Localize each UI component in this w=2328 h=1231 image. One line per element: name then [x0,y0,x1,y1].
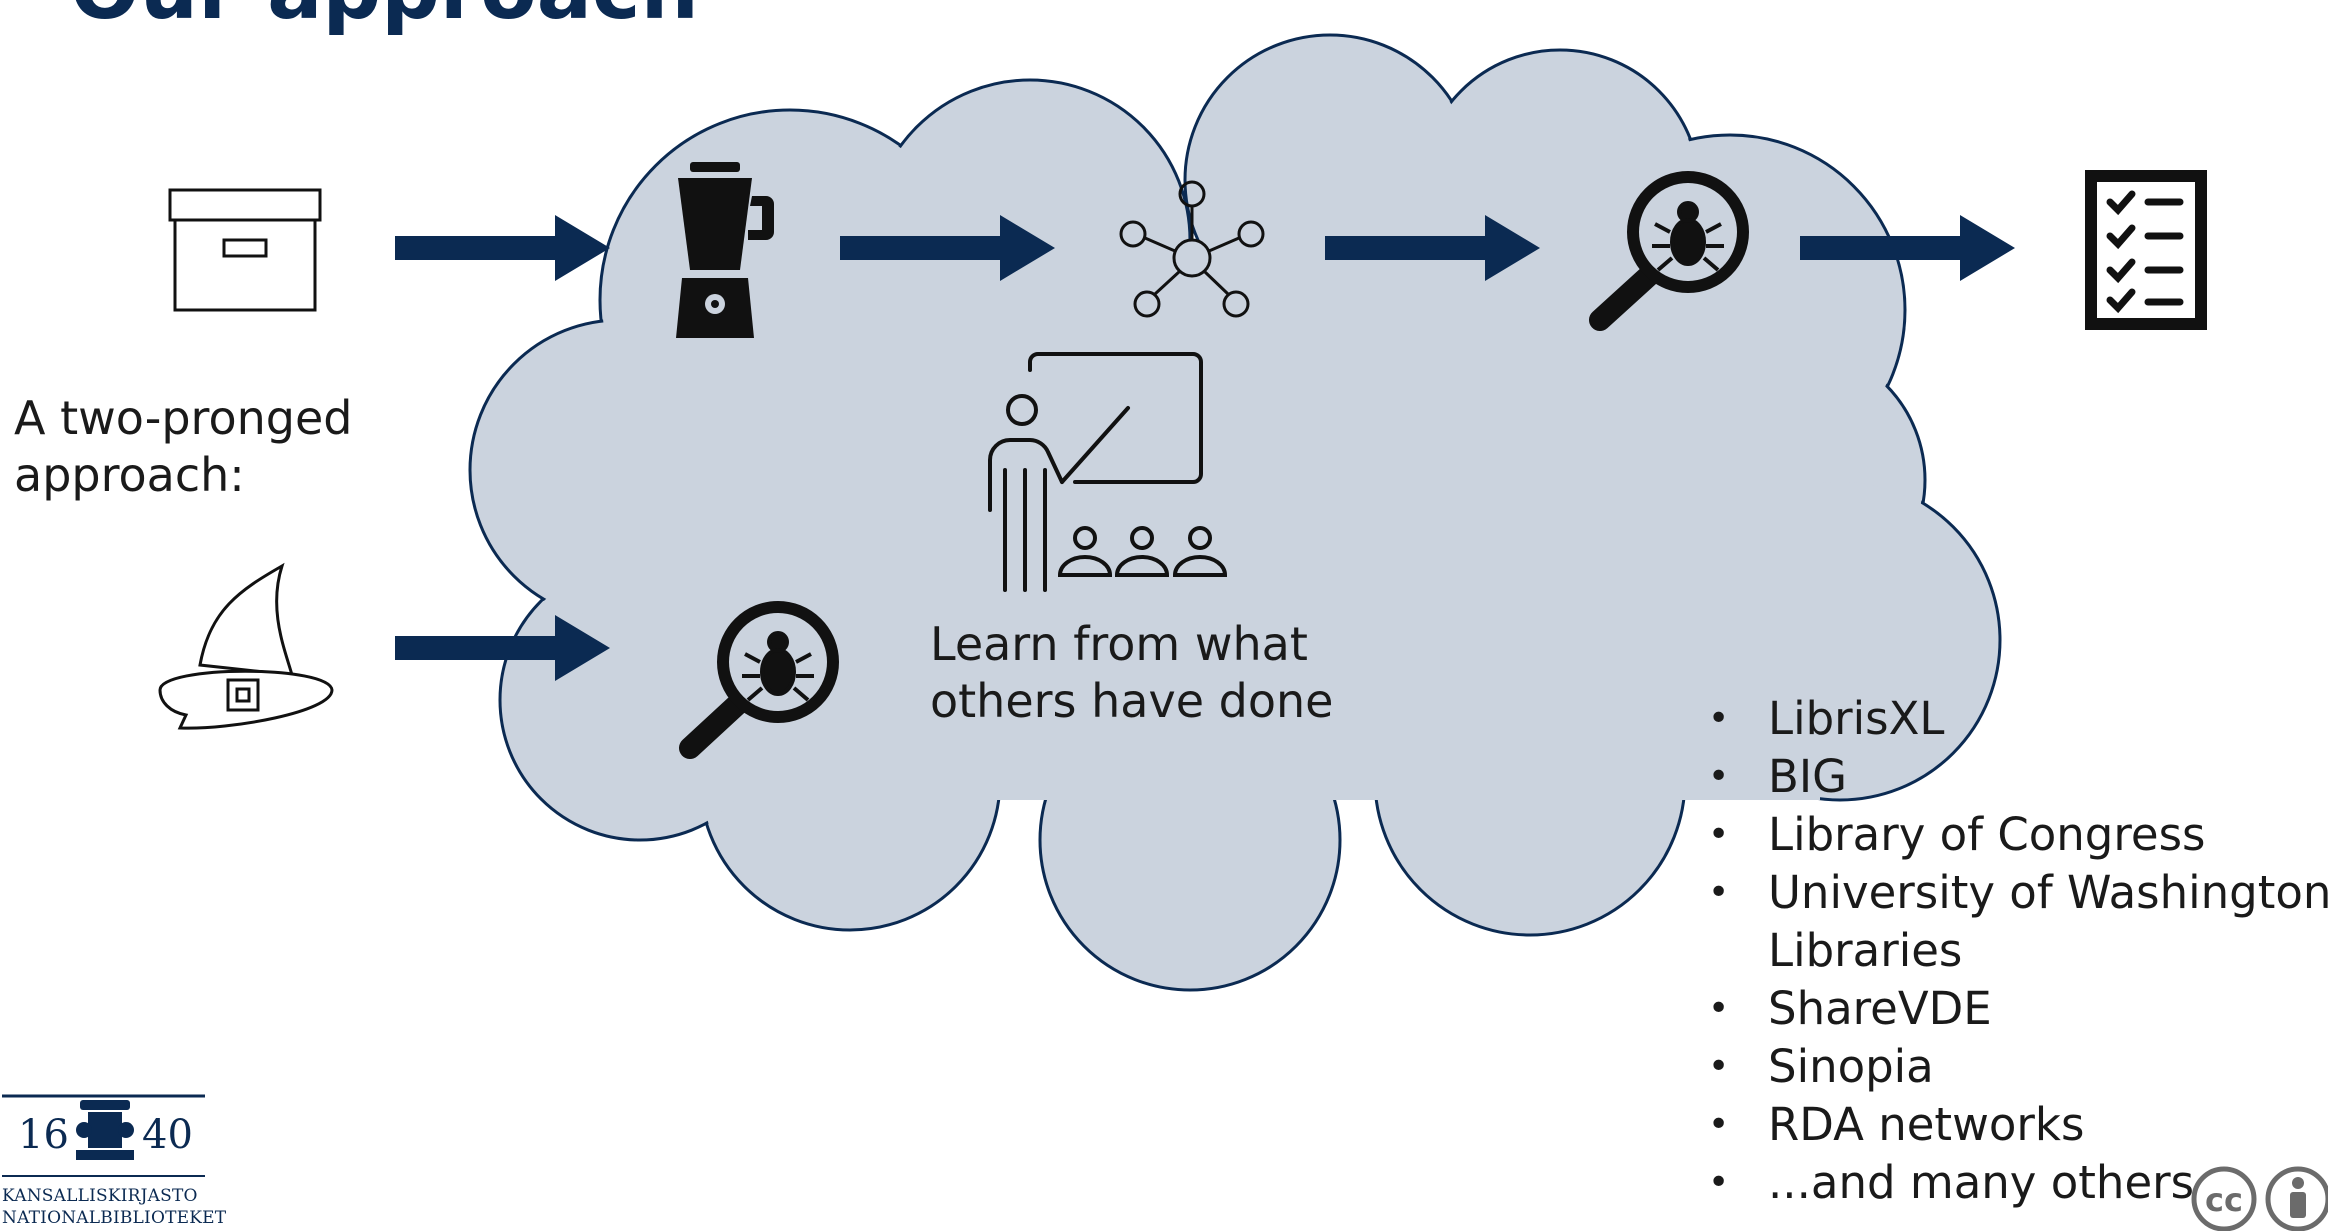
checklist-icon [2085,170,2207,330]
archive-box-icon [168,188,322,312]
slide-title: Our approach [70,0,699,32]
logo-year-left: 16 [18,1112,69,1158]
learn-caption: Learn from what others have done [930,617,1334,728]
list-item: LibrisXL [1700,690,2328,748]
arrow-1 [395,215,610,281]
teacher-presentation-icon [988,352,1228,592]
list-item: ShareVDE [1700,980,2328,1038]
logo-name-sv: NATIONALBIBLIOTEKET [2,1208,227,1228]
list-item: ...and many others [1700,1154,2328,1212]
list-item: University of Washington Libraries [1700,864,2328,980]
library-logo: 16 40 KANSALLISKIRJASTO NATIONALBIBLIOTE… [0,1090,226,1231]
arrow-4 [1800,215,2015,281]
bug-search-icon-secondary [679,601,839,759]
list-item: Library of Congress [1700,806,2328,864]
list-item: RDA networks [1700,1096,2328,1154]
list-item: Sinopia [1700,1038,2328,1096]
reference-list: LibrisXL BIG Library of Congress Univers… [1700,690,2328,1212]
logo-year-right: 40 [142,1112,193,1158]
logo-emblem [2,1094,205,1177]
flow-arrows [395,215,2015,681]
wizard-hat-icon [158,562,334,730]
approach-label: A two-pronged approach: [14,391,353,502]
blender-icon [676,162,774,338]
bug-search-icon [1589,171,1749,331]
list-item: BIG [1700,748,2328,806]
network-hub-icon [1119,180,1265,318]
logo-name-fi: KANSALLISKIRJASTO [2,1186,198,1206]
arrow-5 [395,615,610,681]
arrow-3 [1325,215,1540,281]
arrow-2 [840,215,1055,281]
